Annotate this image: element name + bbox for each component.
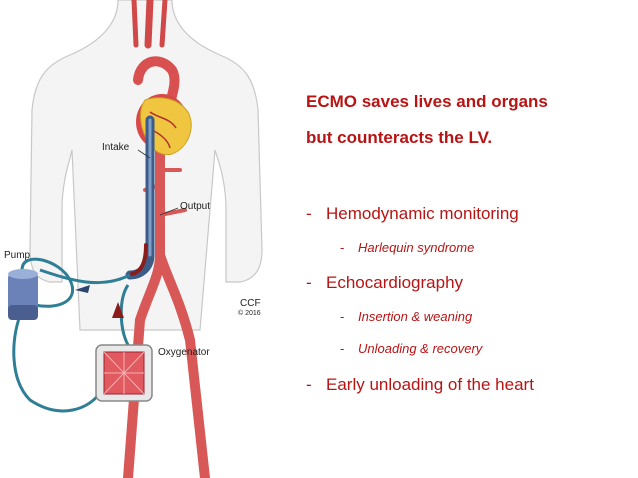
bullet-hemodynamic-monitoring: -Hemodynamic monitoring bbox=[306, 204, 519, 224]
ecmo-illustration bbox=[8, 0, 263, 478]
bullet-text: Early unloading of the heart bbox=[326, 375, 534, 394]
ccf-label: CCF bbox=[240, 298, 261, 309]
bullet-dash: - bbox=[306, 204, 312, 223]
subbullet-unloading-recovery: -Unloading & recovery bbox=[340, 341, 482, 356]
headline-line-2: but counteracts the LV. bbox=[306, 128, 493, 147]
bullet-text: Hemodynamic monitoring bbox=[326, 204, 519, 223]
oxygenator-label: Oxygenator bbox=[158, 347, 210, 358]
pump-device bbox=[8, 269, 38, 320]
cannula bbox=[125, 115, 155, 280]
subbullet-text: Harlequin syndrome bbox=[358, 240, 475, 255]
pump-label: Pump bbox=[4, 250, 31, 261]
subbullet-harlequin-syndrome: -Harlequin syndrome bbox=[340, 240, 474, 255]
subbullet-text: Insertion & weaning bbox=[358, 309, 473, 324]
subbullet-dash: - bbox=[340, 341, 345, 356]
leader-lines bbox=[137, 149, 179, 216]
flow-arrows bbox=[75, 285, 124, 318]
bullet-echocardiography: -Echocardiography bbox=[306, 273, 463, 293]
subbullet-insertion-weaning: -Insertion & weaning bbox=[340, 309, 472, 324]
oxygenator-device bbox=[95, 344, 153, 402]
bullet-dash: - bbox=[306, 375, 312, 394]
output-label: Output bbox=[180, 201, 211, 212]
intake-label: Intake bbox=[102, 142, 130, 153]
bullet-early-unloading: -Early unloading of the heart bbox=[306, 375, 534, 395]
subbullet-text: Unloading & recovery bbox=[358, 341, 483, 356]
tubing bbox=[12, 257, 131, 413]
subbullet-dash: - bbox=[340, 240, 345, 255]
ccf-copyright: © 2016 bbox=[238, 310, 261, 317]
headline-line-1: ECMO saves lives and organs bbox=[306, 92, 548, 111]
bullet-text: Echocardiography bbox=[326, 273, 464, 292]
subbullet-dash: - bbox=[340, 309, 345, 324]
bullet-dash: - bbox=[306, 273, 312, 292]
